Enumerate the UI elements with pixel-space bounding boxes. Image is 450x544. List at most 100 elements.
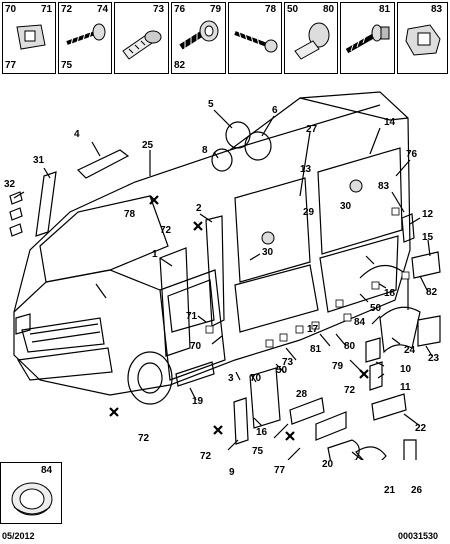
callout-28: 28 <box>296 389 308 400</box>
cap-8 <box>211 148 233 172</box>
callout-6: 6 <box>272 105 278 116</box>
part-label: 83 <box>431 4 443 15</box>
header-cell-70-71-77: 70 71 77 <box>2 2 56 74</box>
callout-72c: 72 <box>138 433 150 444</box>
footer-code: 00031530 <box>398 531 439 541</box>
inset-label: 84 <box>41 465 53 476</box>
callout-17: 17 <box>307 324 319 335</box>
callout-16: 16 <box>256 427 268 438</box>
clip-nut-icon <box>405 24 441 56</box>
part-label: 73 <box>153 4 165 15</box>
callout-77: 77 <box>274 465 286 476</box>
screw-icon <box>66 23 106 46</box>
part-label: 79 <box>210 4 222 15</box>
fastener-markers <box>205 207 410 348</box>
side-panel-right <box>317 147 403 255</box>
callout-4: 4 <box>74 129 80 140</box>
callout-18: 18 <box>384 288 396 299</box>
callout-25: 25 <box>142 140 154 151</box>
part-label: 75 <box>61 60 73 71</box>
part-label: 81 <box>379 4 391 15</box>
callout-22: 22 <box>415 423 427 434</box>
part-23 <box>417 315 441 347</box>
header-cell-73: 73 <box>114 2 169 74</box>
part-label: 70 <box>5 4 17 15</box>
seal-strip-4 <box>76 149 130 179</box>
pillar-2 <box>205 215 225 327</box>
callout-72b: 72 <box>344 385 356 396</box>
trim-31 <box>35 171 57 237</box>
part-9 <box>233 397 249 445</box>
callout-76: 76 <box>406 149 418 160</box>
part-label: 72 <box>61 4 73 15</box>
callout-3: 3 <box>228 373 234 384</box>
callout-20: 20 <box>322 459 334 470</box>
front-wheel <box>127 351 173 405</box>
part-16 <box>289 397 325 425</box>
callout-73: 73 <box>282 357 294 368</box>
callout-14: 14 <box>384 117 396 128</box>
callout-23: 23 <box>428 353 440 364</box>
part-label: 76 <box>174 4 186 15</box>
part-label: 74 <box>97 4 109 15</box>
callout-1: 1 <box>152 249 158 260</box>
clip-32 <box>9 191 23 205</box>
header-cell-83: 83 <box>397 2 448 74</box>
callout-80: 80 <box>344 341 356 352</box>
callout-84: 84 <box>354 317 366 328</box>
callout-72a: 72 <box>160 225 172 236</box>
part-26 <box>403 439 417 460</box>
callout-81: 81 <box>310 344 322 355</box>
callout-2: 2 <box>196 203 202 214</box>
part-label: 77 <box>5 60 17 71</box>
headlight <box>15 313 31 335</box>
callout-70a: 70 <box>190 341 202 352</box>
callout-71: 71 <box>186 311 198 322</box>
part-24 <box>379 306 421 354</box>
callout-30a: 30 <box>340 201 352 212</box>
header-cell-81: 81 <box>340 2 395 74</box>
bolt-icon <box>345 24 390 54</box>
part-22 <box>371 393 407 421</box>
grille <box>21 317 105 353</box>
callout-70b: 70 <box>250 373 262 384</box>
push-rivet-icon <box>294 22 330 60</box>
side-panel-left <box>234 177 311 283</box>
header-cell-72-74-75: 72 74 75 <box>58 2 112 74</box>
inset-part-84: 84 <box>0 462 62 524</box>
callout-9: 9 <box>229 467 235 478</box>
callout-27: 27 <box>306 124 318 135</box>
part-12 <box>401 213 415 243</box>
callout-12: 12 <box>422 209 434 220</box>
grille-6 <box>244 131 272 161</box>
callout-72d: 72 <box>200 451 212 462</box>
callout-26: 26 <box>411 485 423 496</box>
callout-5: 5 <box>208 99 214 110</box>
callout-24: 24 <box>404 345 416 356</box>
callout-75: 75 <box>252 446 264 457</box>
clip-icon <box>16 24 46 50</box>
van-body-outline <box>13 91 411 396</box>
part-10 <box>365 337 381 363</box>
expansion-plug-icon <box>122 30 162 60</box>
callout-29: 29 <box>303 207 315 218</box>
callout-32: 32 <box>4 179 16 190</box>
callout-19: 19 <box>192 396 204 407</box>
front-bumper <box>17 347 113 381</box>
part-21 <box>355 446 387 460</box>
callout-11: 11 <box>400 382 411 393</box>
screw-30 <box>261 179 363 245</box>
pillar-1 <box>159 247 191 357</box>
part-77 <box>315 411 347 441</box>
callout-79: 79 <box>332 361 344 372</box>
callout-78: 78 <box>124 209 136 220</box>
callout-82: 82 <box>426 287 438 298</box>
part-28 <box>249 367 281 429</box>
part-label: 80 <box>323 4 335 15</box>
cross-marks <box>109 195 369 441</box>
part-label: 50 <box>287 4 299 15</box>
plug-screw-icon <box>179 20 219 50</box>
part-20 <box>327 439 360 460</box>
front-door <box>159 269 226 381</box>
callout-13: 13 <box>300 164 312 175</box>
